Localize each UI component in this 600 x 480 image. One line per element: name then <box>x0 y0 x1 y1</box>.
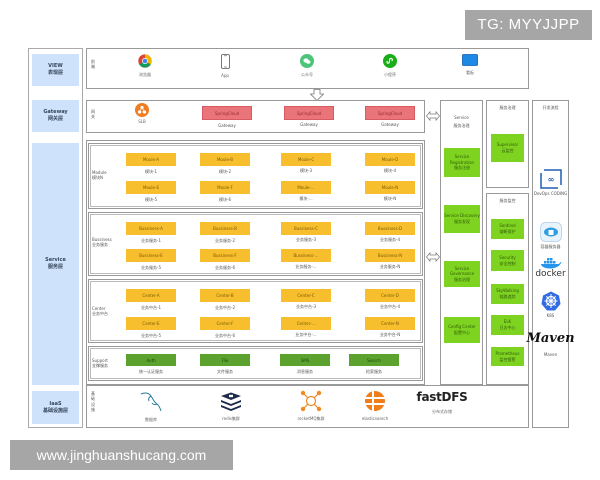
center-box: Center-D <box>365 289 415 302</box>
module-box: Moule-F <box>200 181 250 194</box>
watermark-top: TG: MYYJJPP <box>465 10 592 40</box>
devops-item-registry: 容器服务器 <box>533 222 568 249</box>
control-item-supervisor: Supervisor 云监控 <box>491 134 524 162</box>
image-registry-icon <box>539 222 562 242</box>
elasticsearch-icon <box>365 391 385 411</box>
slb-icon <box>135 103 149 117</box>
center-box: Center-N <box>365 317 415 330</box>
gateway-node-1: SpringCloud <box>202 106 252 120</box>
view-layer-box: 前端 浏览器 App 公众号 小程序 <box>86 48 529 89</box>
business-box: Bussiness-N <box>365 249 415 262</box>
devops-item-maven: Maven Maven <box>526 331 575 357</box>
center-block: Center 业务中台 Center-A 业务中台-1 Center-B 业务中… <box>88 279 423 343</box>
support-box: SMS <box>280 354 330 366</box>
iaas-side-label: 基础设施 <box>91 391 95 413</box>
module-box: Moule-... <box>281 181 331 194</box>
view-side-label: 前端 <box>91 59 95 70</box>
center-box: Center-F <box>200 317 250 330</box>
devops-item-k8s: K8S <box>533 291 568 318</box>
business-box: Bussiness-F <box>200 249 250 262</box>
devops-column: 开发流程 ∞ DevOps CODING 容器服务器 docker <box>526 100 575 428</box>
kubernetes-icon <box>541 291 560 311</box>
center-box: Center-E <box>126 317 176 330</box>
center-box: Center-C <box>281 289 331 302</box>
center-box: Center-... <box>281 317 331 330</box>
support-block: Support 支撑服务 Auth 统一认证服务 File 文件服务 SMS 消… <box>88 346 423 381</box>
monitor-item-sentinel: Sentinel 熔断保护 <box>491 219 524 239</box>
arrow-left-right-icon <box>426 111 440 121</box>
svg-text:∞: ∞ <box>547 175 554 184</box>
governance-item-config-center: Config Center 配置中心 <box>444 317 480 343</box>
business-block: Bussiness 业务服务 Bussiness-A 业务服务-1 Bussin… <box>88 212 423 276</box>
view-item-dashboard: 看板 <box>440 54 500 76</box>
monitor-item-prometheus: Prometheus 监控报警 <box>491 347 524 366</box>
gateway-node-2: SpringCloud <box>284 106 334 120</box>
gateway-side-label: 网关 <box>91 109 95 120</box>
support-box: File <box>200 354 250 366</box>
view-item-official-account: 公众号 <box>277 54 337 78</box>
module-box: Moule-D <box>365 153 415 166</box>
iaas-item-fastdfs: fastDFS 分布式存储 <box>416 390 468 414</box>
business-box: Bussiness-A <box>126 222 176 235</box>
governance-item-registration: Service Registration 服务注册 <box>444 148 480 177</box>
governance-item-governance: Service Governance 服务治理 <box>444 261 480 287</box>
docker-wordmark: docker <box>535 269 566 279</box>
module-box: Moule-E <box>126 181 176 194</box>
view-item-app: App <box>195 54 255 78</box>
gateway-layer-box: 网关 SLB SpringCloud Gateway SpringCloud G… <box>86 100 425 133</box>
monitor-item-security: Security 安全控制 <box>491 250 524 271</box>
module-box: Moule-A <box>126 153 176 166</box>
tablet-icon <box>462 54 478 66</box>
devops-item-docker: docker <box>533 257 568 279</box>
gateway-slb: SLB <box>112 103 172 124</box>
rocketmq-icon <box>300 390 322 412</box>
chrome-icon <box>138 54 152 68</box>
mini-program-icon <box>383 54 397 68</box>
devops-item-coding: ∞ DevOps CODING <box>533 169 568 196</box>
iaas-item-redis: redis集群 <box>201 392 261 422</box>
mysql-icon <box>140 392 162 412</box>
support-box: Auth <box>126 354 176 366</box>
arrow-left-right-icon <box>426 252 440 262</box>
business-box: Bussiness-E <box>126 249 176 262</box>
governance-column: Service 服务治理 Service Registration 服务注册 S… <box>440 100 483 385</box>
arrow-down-icon <box>310 89 324 101</box>
gateway-node-3: SpringCloud <box>365 106 415 120</box>
view-item-mini-program: 小程序 <box>360 54 420 78</box>
control-column: 服务治理 Supervisor 云监控 <box>486 100 529 188</box>
business-box: Bussiness-C <box>281 222 331 235</box>
support-box: Search <box>349 354 399 366</box>
iaas-item-elasticsearch: elasticsearch <box>345 390 405 421</box>
watermark-bottom: www.jinghuanshucang.com <box>10 440 233 470</box>
business-box: Bussiness-D <box>365 222 415 235</box>
module-box: Moule-B <box>200 153 250 166</box>
module-box: Moule-C <box>281 153 331 166</box>
center-box: Center-A <box>126 289 176 302</box>
business-box: Bussiness-... <box>281 249 331 262</box>
center-box: Center-B <box>200 289 250 302</box>
monitor-column: 服务监控 Sentinel 熔断保护 Security 安全控制 SkyWalk… <box>486 193 529 385</box>
wechat-official-icon <box>300 54 314 68</box>
maven-logo: Maven <box>526 331 575 346</box>
governance-item-discovery: Service Discovery 服务发现 <box>444 205 480 233</box>
iaas-item-rocketmq: rocketMQ集群 <box>281 390 341 422</box>
monitor-item-elk: ELK 日志中心 <box>491 315 524 335</box>
phone-icon <box>220 54 230 69</box>
business-box: Bussiness-B <box>200 222 250 235</box>
monitor-item-skywalking: SkyWalking 链路追踪 <box>491 284 524 304</box>
docker-icon <box>540 258 561 269</box>
view-item-browser: 浏览器 <box>115 54 175 78</box>
iaas-item-mysql: 数据库 <box>121 391 181 423</box>
layer-column <box>28 48 83 428</box>
module-block: Module 模块N Moule-A 模块-1 Moule-B 模块-2 Mou… <box>88 143 423 209</box>
fastdfs-logo: fastDFS <box>416 390 468 404</box>
iaas-layer-box: 基础设施 数据库 redis集群 rocketMQ集群 <box>86 385 529 428</box>
redis-icon <box>221 392 241 411</box>
module-box: Moule-N <box>365 181 415 194</box>
devops-coding-icon: ∞ <box>539 169 562 189</box>
